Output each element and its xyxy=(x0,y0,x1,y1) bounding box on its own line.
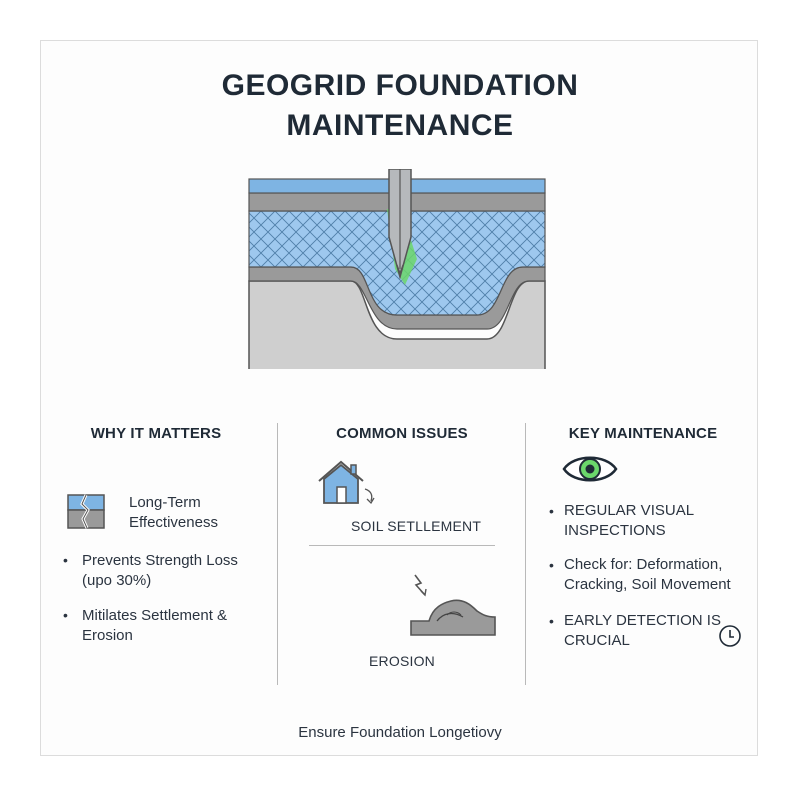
why-heading: WHY IT MATTERS xyxy=(90,425,222,442)
title-line-1: GEOGRID FOUNDATION xyxy=(221,69,579,102)
issues-divider xyxy=(309,545,495,546)
issues-heading: COMMON ISSUES xyxy=(336,425,468,442)
column-divider-2 xyxy=(525,423,526,685)
maintenance-item-1: REGULAR VISUAL INSPECTIONS xyxy=(564,501,694,541)
title-line-2: MAINTENANCE xyxy=(286,109,514,142)
bullet-dot: • xyxy=(549,503,554,519)
column-divider-1 xyxy=(277,423,278,685)
why-item-2: Prevents Strength Loss (upo 30%) xyxy=(82,551,238,591)
geogrid-cross-section-illustration xyxy=(248,169,546,369)
page-title: GEOGRID FOUNDATION MAINTENANCE xyxy=(41,66,759,146)
maintenance-item-3: EARLY DETECTION IS CRUCIAL xyxy=(564,611,721,651)
maintenance-item-2-line-1: Check for: Deformation, xyxy=(564,556,723,573)
why-item-1-line-2: Effectiveness xyxy=(129,514,218,531)
why-item-1-line-1: Long-Term xyxy=(129,494,201,511)
cracked-layer-icon xyxy=(67,494,105,529)
eye-icon xyxy=(562,456,618,482)
footer-tagline: Ensure Foundation Longetiovy xyxy=(298,724,502,741)
why-item-3-line-2: Erosion xyxy=(82,627,133,644)
erosion-icon xyxy=(410,574,496,636)
clock-icon xyxy=(719,625,741,647)
maintenance-heading: KEY MAINTENANCE xyxy=(568,425,718,442)
bullet-dot: • xyxy=(63,552,68,568)
maintenance-item-1-line-1: REGULAR VISUAL xyxy=(564,502,695,519)
bullet-dot: • xyxy=(549,557,554,573)
why-item-1: Long-Term Effectiveness xyxy=(129,493,218,533)
bullet-dot: • xyxy=(63,607,68,623)
bullet-dot: • xyxy=(549,613,554,629)
erosion-label: EROSION xyxy=(369,653,435,669)
maintenance-item-1-line-2: INSPECTIONS xyxy=(564,522,666,539)
why-item-3: Mitilates Settlement & Erosion xyxy=(82,606,227,646)
soil-settlement-label: SOIL SETLLEMENT xyxy=(351,518,482,534)
why-item-2-line-1: Prevents Strength Loss xyxy=(82,552,238,569)
maintenance-item-3-line-2: CRUCIAL xyxy=(564,632,630,649)
why-item-3-line-1: Mitilates Settlement & xyxy=(82,607,228,624)
maintenance-item-2: Check for: Deformation, Cracking, Soil M… xyxy=(564,555,731,595)
infographic-card: GEOGRID FOUNDATION MAINTENANCE WHY IT MA… xyxy=(40,40,758,756)
why-item-2-line-2: (upo 30%) xyxy=(82,572,152,589)
maintenance-item-2-line-2: Cracking, Soil Movement xyxy=(564,576,731,593)
house-icon xyxy=(318,460,375,505)
maintenance-item-3-line-1: EARLY DETECTION IS xyxy=(564,612,721,629)
